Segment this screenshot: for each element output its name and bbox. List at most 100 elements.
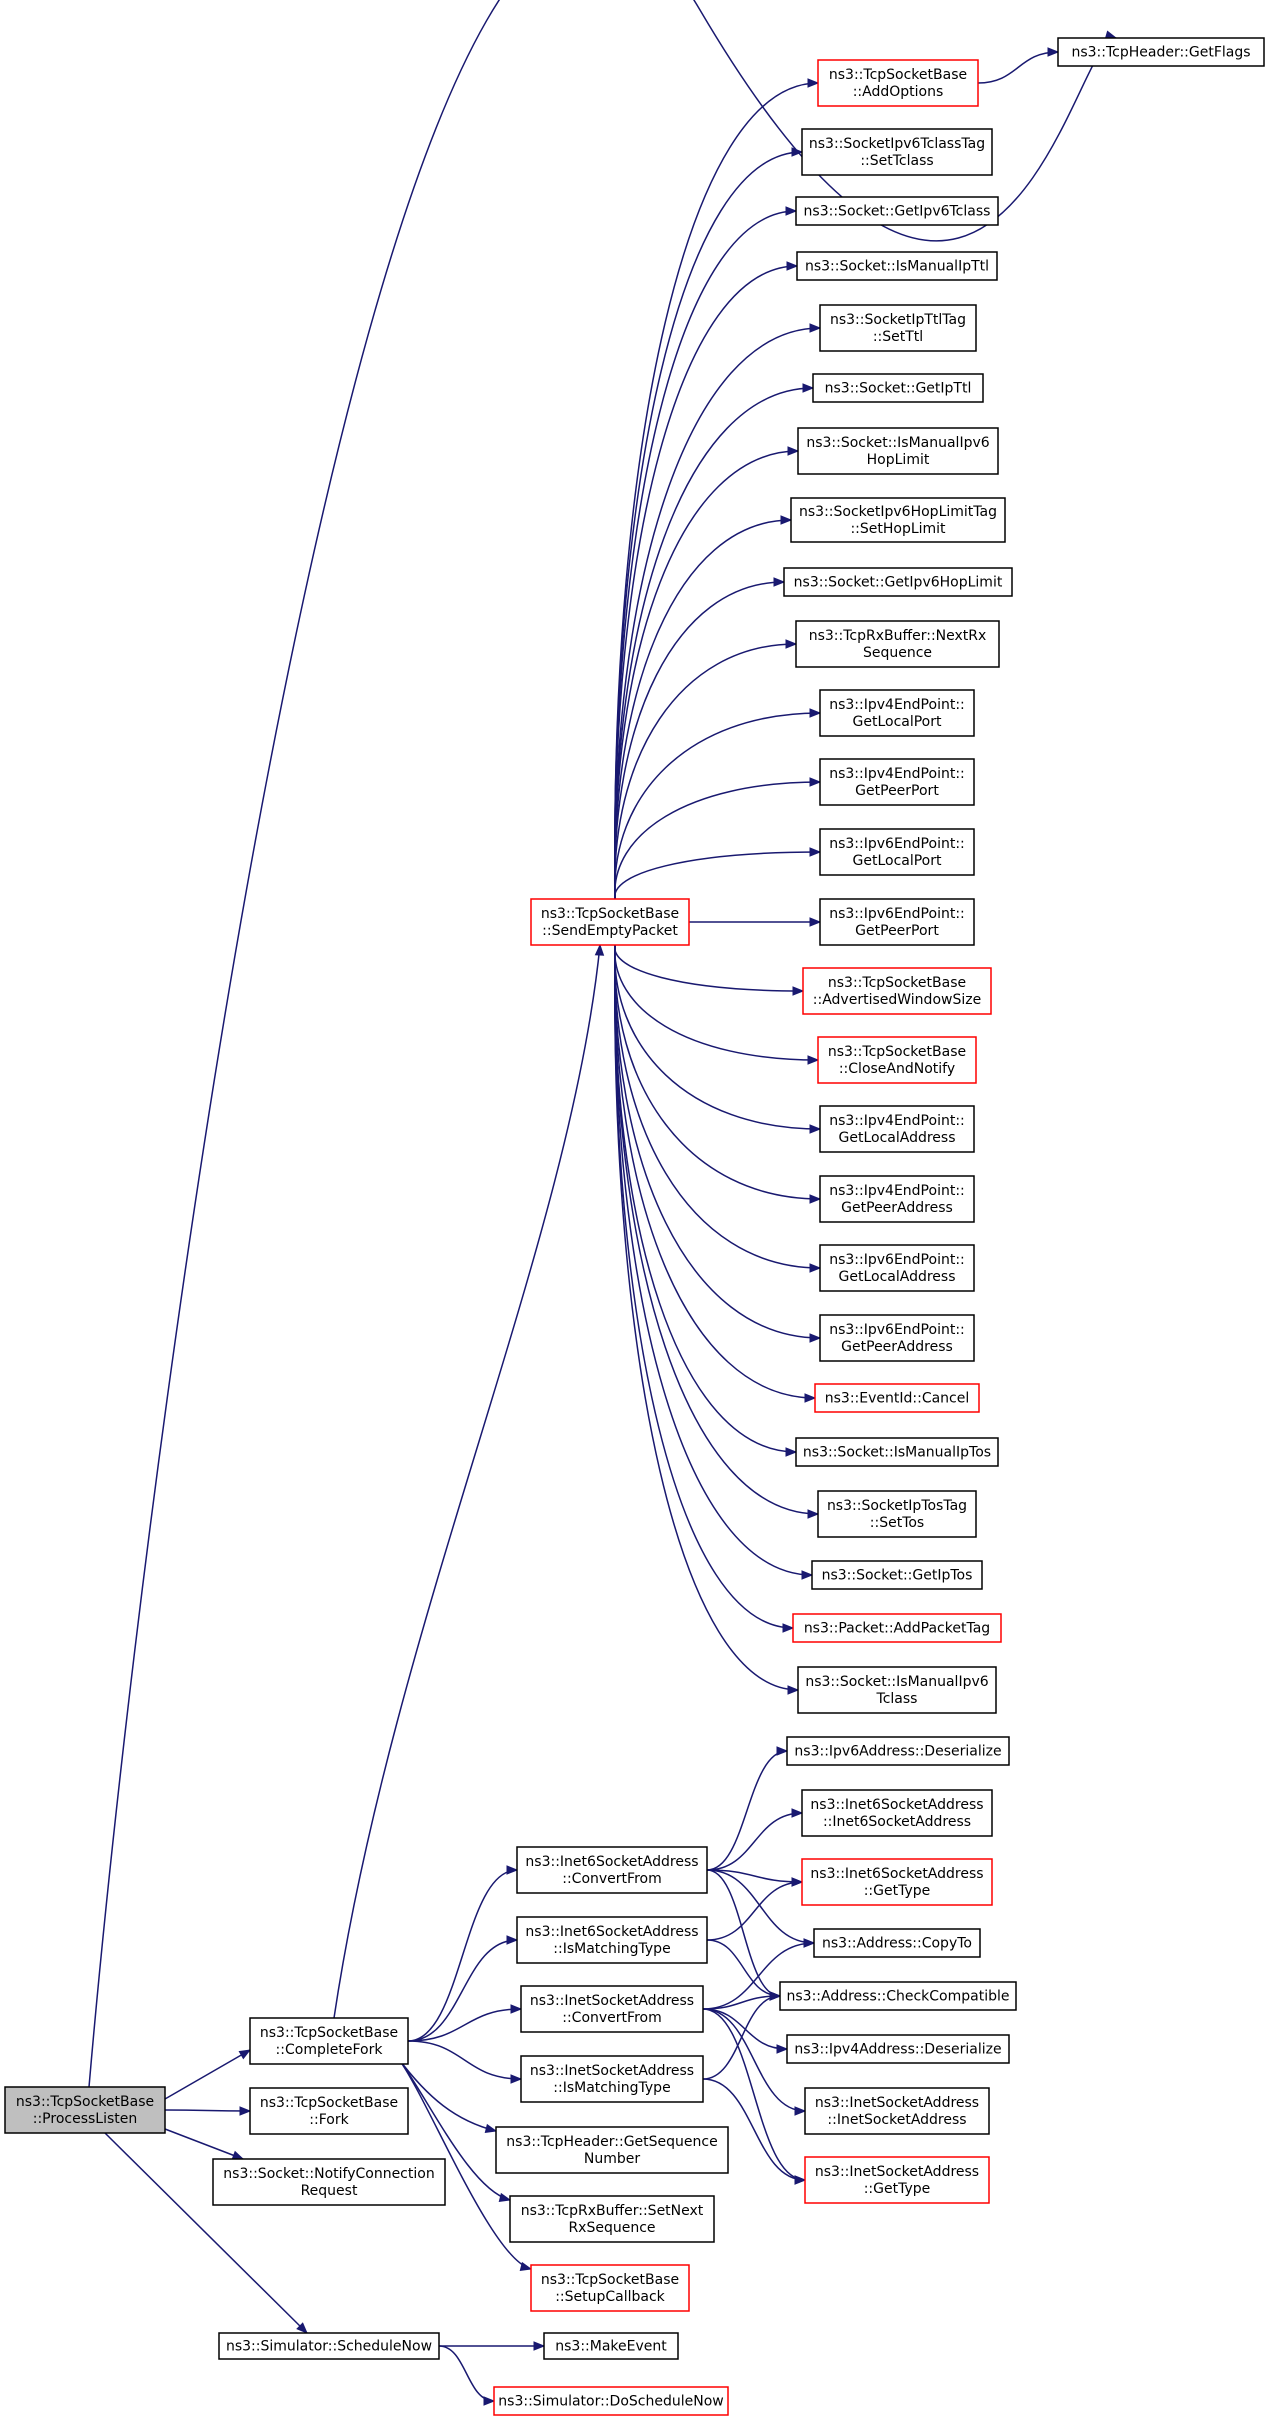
node-address-checkcompatible[interactable]: ns3::Address::CheckCompatible	[779, 1981, 1017, 2011]
edge-complete-fork-to-inet-convert-from	[407, 2004, 523, 2042]
node-box	[249, 2087, 409, 2135]
edge-complete-fork-to-set-next-rx-seq	[397, 2057, 512, 2203]
node-box	[817, 1490, 977, 1538]
node-ipv6endpoint-getpeeraddress[interactable]: ns3::Ipv6EndPoint::GetPeerAddress	[819, 1314, 975, 1362]
node-label: ns3::SocketIpTosTag	[827, 1498, 967, 1514]
edge-line	[333, 944, 601, 2019]
node-inetsocketaddress-convertfrom[interactable]: ns3::InetSocketAddress::ConvertFrom	[520, 1985, 704, 2033]
node-ipv6endpoint-getlocalport[interactable]: ns3::Ipv6EndPoint::GetLocalPort	[819, 828, 975, 876]
edge-process-listen-to-fork	[164, 2106, 252, 2116]
edge-arrowhead	[483, 2396, 496, 2406]
node-box	[801, 1789, 993, 1837]
node-eventid-cancel[interactable]: ns3::EventId::Cancel	[814, 1383, 980, 1413]
node-label: ns3::Socket::NotifyConnection	[223, 2166, 434, 2182]
node-ipv4endpoint-getlocaladdress[interactable]: ns3::Ipv4EndPoint::GetLocalAddress	[819, 1105, 975, 1153]
node-makeevent[interactable]: ns3::MakeEvent	[543, 2332, 679, 2360]
node-box	[786, 2034, 1010, 2064]
node-ipv6address-deserialize[interactable]: ns3::Ipv6Address::Deserialize	[786, 1736, 1010, 1766]
edge-line	[407, 2008, 522, 2042]
node-inet6socketaddress-inet6socketaddress[interactable]: ns3::Inet6SocketAddress::Inet6SocketAddr…	[801, 1789, 993, 1837]
node-label: GetPeerAddress	[841, 1200, 953, 1216]
edge-send-empty-to-ipv4-get-peer-addr	[614, 944, 822, 1204]
node-label: ns3::Socket::GetIpTos	[822, 1568, 973, 1584]
edge-line	[438, 2345, 495, 2402]
edge-complete-fork-to-send-empty	[333, 943, 605, 2019]
node-box	[811, 1560, 983, 1590]
edge-process-listen-to-schedule-now	[104, 2132, 308, 2334]
node-socket-getipv6hoplimit[interactable]: ns3::Socket::GetIpv6HopLimit	[783, 567, 1013, 597]
node-label: GetLocalPort	[853, 714, 943, 730]
node-socketipv6tclasstag-settclass[interactable]: ns3::SocketIpv6TclassTag::SetTclass	[801, 128, 993, 176]
edge-line	[104, 2132, 308, 2334]
node-box	[249, 2017, 409, 2065]
node-label: ns3::MakeEvent	[555, 2339, 667, 2355]
node-box	[819, 828, 975, 876]
node-inet6socketaddress-convertfrom[interactable]: ns3::Inet6SocketAddress::ConvertFrom	[516, 1846, 708, 1894]
edge-arrowhead	[803, 1938, 816, 1948]
node-tcpsocketbase-addoptions[interactable]: ns3::TcpSocketBase::AddOptions	[817, 59, 979, 107]
edge-arrowhead	[787, 446, 800, 456]
node-box	[819, 1244, 975, 1292]
node-ipv4address-deserialize[interactable]: ns3::Ipv4Address::Deserialize	[786, 2034, 1010, 2064]
node-box	[4, 2086, 166, 2134]
node-ipv6endpoint-getlocaladdress[interactable]: ns3::Ipv6EndPoint::GetLocalAddress	[819, 1244, 975, 1292]
node-tcpsocketbase-processlisten[interactable]: ns3::TcpSocketBase::ProcessListen	[4, 2086, 166, 2134]
node-socketipv6hoplimittag-sethoplimit[interactable]: ns3::SocketIpv6HopLimitTag::SetHopLimit	[790, 497, 1006, 543]
node-inetsocketaddress-inetsocketaddress[interactable]: ns3::InetSocketAddress::InetSocketAddres…	[804, 2087, 990, 2135]
node-packet-addpackettag[interactable]: ns3::Packet::AddPacketTag	[792, 1613, 1002, 1643]
node-inet6socketaddress-ismatchingtype[interactable]: ns3::Inet6SocketAddress::IsMatchingType	[516, 1916, 708, 1964]
node-label: GetPeerPort	[855, 783, 939, 799]
node-socketipttltag-setttl[interactable]: ns3::SocketIpTtlTag::SetTtl	[819, 304, 977, 352]
node-label: ns3::TcpSocketBase	[16, 2094, 154, 2110]
edge-line	[702, 1942, 815, 2010]
node-tcpsocketbase-advertisedwindowsize[interactable]: ns3::TcpSocketBase::AdvertisedWindowSize	[802, 967, 992, 1015]
node-tcpheader-getflags[interactable]: ns3::TcpHeader::GetFlags	[1057, 37, 1265, 67]
node-socketiptostag-settos[interactable]: ns3::SocketIpTosTag::SetTos	[817, 1490, 977, 1538]
edge-inet-is-matching-to-inet-get-type	[702, 2078, 807, 2185]
edge-arrowhead	[533, 2341, 546, 2351]
node-label: ns3::Ipv6Address::Deserialize	[794, 1744, 1001, 1760]
node-simulator-doschedulenow[interactable]: ns3::Simulator::DoScheduleNow	[493, 2386, 729, 2416]
node-ipv4endpoint-getpeerport[interactable]: ns3::Ipv4EndPoint::GetPeerPort	[819, 758, 975, 806]
node-inetsocketaddress-gettype[interactable]: ns3::InetSocketAddress::GetType	[804, 2156, 990, 2204]
node-socket-getipv6tclass[interactable]: ns3::Socket::GetIpv6Tclass	[795, 196, 999, 226]
node-tcpsocketbase-fork[interactable]: ns3::TcpSocketBase::Fork	[249, 2087, 409, 2135]
node-ipv6endpoint-getpeerport[interactable]: ns3::Ipv6EndPoint::GetPeerPort	[819, 898, 975, 946]
node-socket-getipttl[interactable]: ns3::Socket::GetIpTtl	[812, 373, 984, 403]
node-label: ns3::TcpSocketBase	[541, 906, 679, 922]
node-inetsocketaddress-ismatchingtype[interactable]: ns3::InetSocketAddress::IsMatchingType	[520, 2055, 704, 2103]
node-label: ::ConvertFrom	[562, 1871, 661, 1887]
edge-inet6-is-matching-to-inet6-get-type	[706, 1877, 804, 1941]
edge-line	[614, 944, 804, 992]
node-tcpsocketbase-completefork[interactable]: ns3::TcpSocketBase::CompleteFork	[249, 2017, 409, 2065]
node-tcpsocketbase-setupcallback[interactable]: ns3::TcpSocketBase::SetupCallback	[530, 2264, 690, 2312]
node-box	[797, 427, 999, 475]
node-box	[509, 2195, 715, 2243]
edge-inet-is-matching-to-address-check-compat	[702, 1991, 782, 2080]
edge-line	[164, 2128, 244, 2160]
edge-arrowhead	[801, 1570, 814, 1580]
edge-line	[614, 327, 821, 900]
node-label: ns3::Ipv4EndPoint::	[829, 697, 965, 713]
node-socket-ismanualiptos[interactable]: ns3::Socket::IsManualIpTos	[795, 1437, 999, 1467]
node-ipv4endpoint-getpeeraddress[interactable]: ns3::Ipv4EndPoint::GetPeerAddress	[819, 1175, 975, 1223]
node-label: ns3::InetSocketAddress	[530, 1993, 694, 2009]
node-tcpsocketbase-closeandnotify[interactable]: ns3::TcpSocketBase::CloseAndNotify	[817, 1036, 977, 1084]
node-ipv4endpoint-getlocalport[interactable]: ns3::Ipv4EndPoint::GetLocalPort	[819, 689, 975, 737]
node-socket-getiptos[interactable]: ns3::Socket::GetIpTos	[811, 1560, 983, 1590]
node-inet6socketaddress-gettype[interactable]: ns3::Inet6SocketAddress::GetType	[801, 1858, 993, 1906]
node-socket-ismanualipttl[interactable]: ns3::Socket::IsManualIpTtl	[796, 251, 998, 281]
node-tcpsocketbase-sendemptypacket[interactable]: ns3::TcpSocketBase::SendEmptyPacket	[530, 898, 690, 946]
node-simulator-schedulenow[interactable]: ns3::Simulator::ScheduleNow	[218, 2332, 440, 2360]
edge-line	[702, 1995, 781, 2080]
node-label: ns3::Socket::IsManualIpv6	[805, 1674, 988, 1690]
node-address-copyto[interactable]: ns3::Address::CopyTo	[813, 1928, 981, 1958]
node-box	[819, 689, 975, 737]
